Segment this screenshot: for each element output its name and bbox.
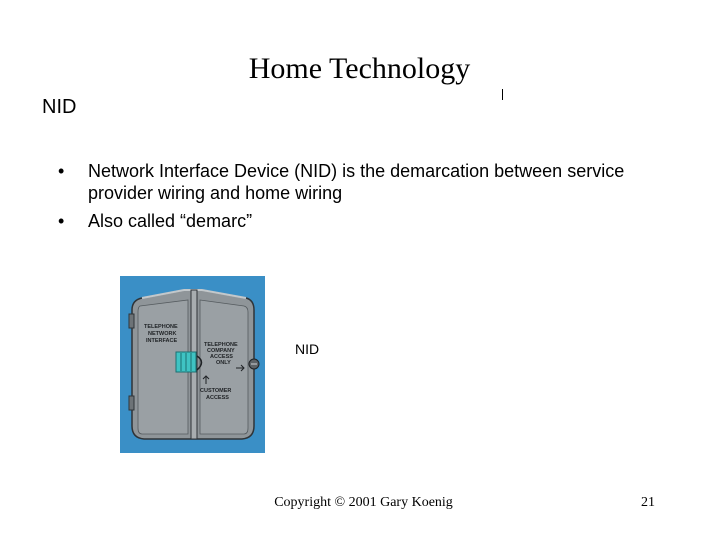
label-right-line: ONLY — [216, 360, 231, 366]
label-right-line: TELEPHONE — [204, 342, 238, 348]
slide-title: Home Technology — [248, 52, 471, 85]
label-left-line: NETWORK — [148, 331, 176, 337]
bullet-marker: • — [58, 161, 65, 181]
label-right-line: ACCESS — [210, 354, 233, 360]
bullet-text: Also called “demarc” — [88, 211, 253, 231]
image-caption: NID — [295, 341, 320, 357]
page-number: 21 — [641, 495, 655, 510]
bullet-item: • Also called “demarc” — [56, 210, 656, 232]
copyright-footer: Copyright © 2001 Gary Koenig — [274, 495, 453, 510]
slide-subtitle: NID — [42, 96, 77, 118]
label-bottom-line: CUSTOMER — [200, 388, 231, 394]
nid-illustration: TELEPHONE NETWORK INTERFACE TELEPHONE CO… — [128, 289, 260, 440]
label-left-line: TELEPHONE — [144, 324, 178, 330]
bullet-marker: • — [58, 211, 65, 231]
label-bottom-line: ACCESS — [206, 395, 229, 401]
label-left-line: INTERFACE — [146, 338, 178, 344]
bullet-text: Network Interface Device (NID) is the de… — [88, 161, 625, 203]
label-right-line: COMPANY — [207, 348, 235, 354]
bullet-list: • Network Interface Device (NID) is the … — [56, 160, 656, 238]
bullet-item: • Network Interface Device (NID) is the … — [56, 160, 656, 204]
vertical-tick-mark — [502, 89, 503, 100]
nid-image: TELEPHONE NETWORK INTERFACE TELEPHONE CO… — [120, 276, 265, 453]
